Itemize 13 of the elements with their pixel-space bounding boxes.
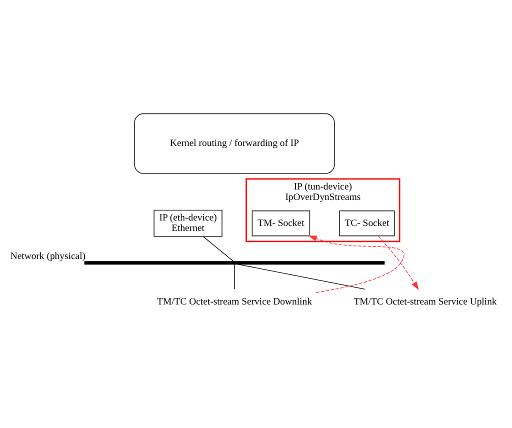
node-box: TC- Socket (339, 210, 395, 236)
node-text: TM/TC Octet-stream Service Downlink (157, 296, 312, 308)
node-bar (84, 261, 385, 265)
node-box: TM- Socket (252, 210, 310, 236)
node-box: Kernel routing / forwarding of IP (134, 113, 335, 174)
node-text: TM/TC Octet-stream Service Uplink (354, 296, 497, 308)
connector (238, 264, 366, 290)
node-box: IP (eth-device) Ethernet (154, 210, 222, 237)
connector (202, 236, 234, 262)
arrow (308, 236, 404, 293)
arrow (378, 236, 419, 290)
connector (234, 264, 235, 290)
node-label: Network (physical) (10, 250, 86, 262)
